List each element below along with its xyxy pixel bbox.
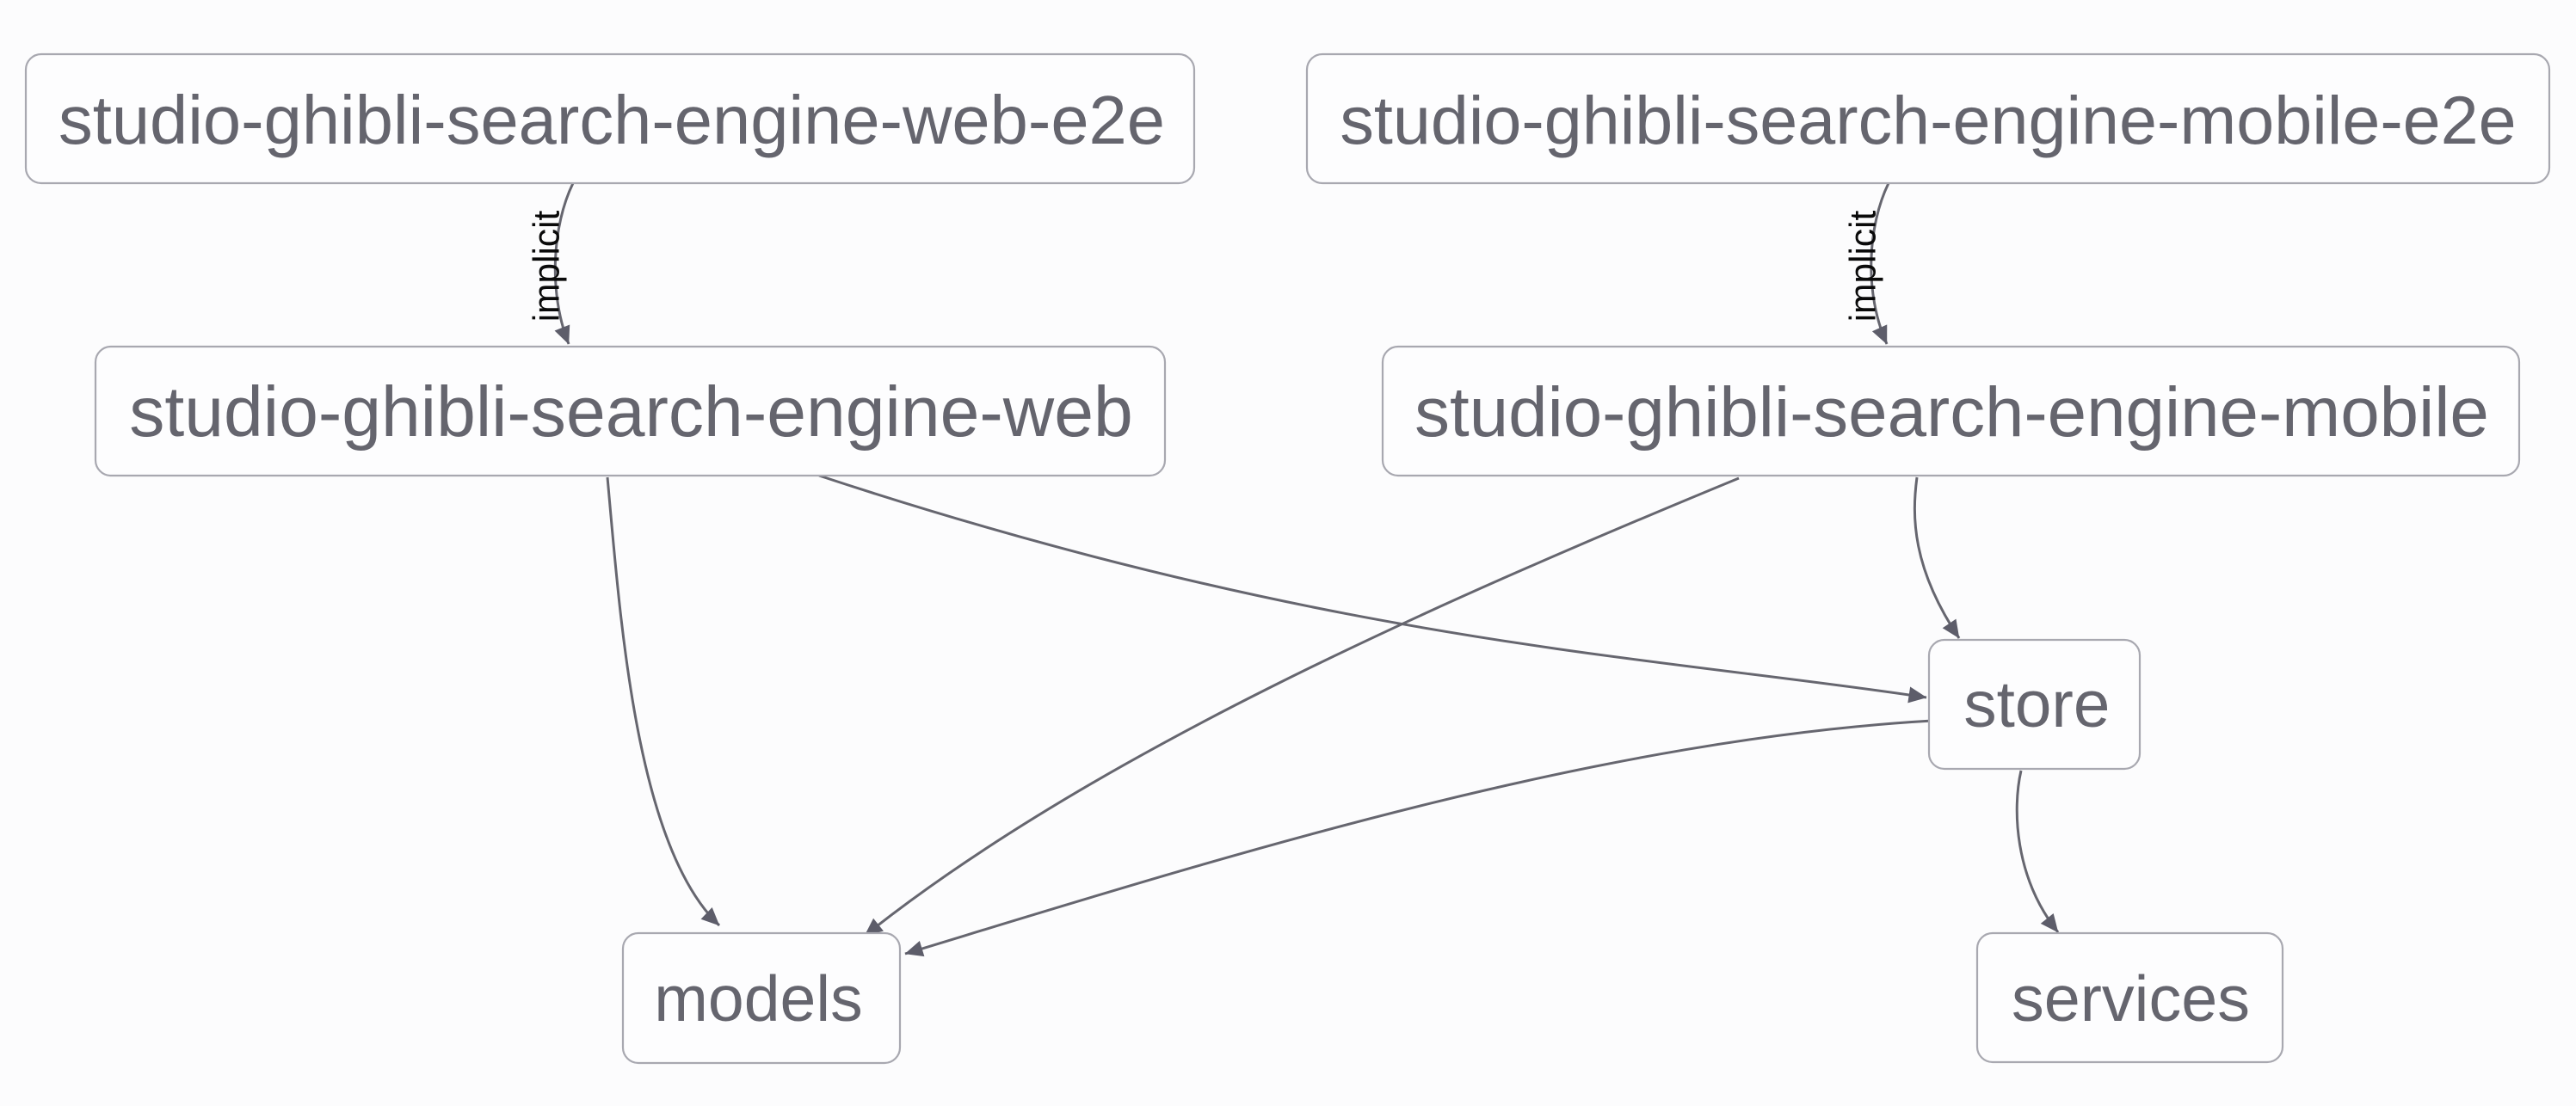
svg-text:store: store [1963,668,2110,741]
svg-text:models: models [654,962,862,1035]
svg-text:services: services [2012,962,2250,1035]
svg-text:studio-ghibli-search-engine-mo: studio-ghibli-search-engine-mobile [1414,373,2489,452]
svg-text:studio-ghibli-search-engine-mo: studio-ghibli-search-engine-mobile-e2e [1340,82,2516,158]
svg-text:implicit: implicit [527,211,567,323]
svg-text:studio-ghibli-search-engine-we: studio-ghibli-search-engine-web-e2e [59,82,1165,158]
svg-text:implicit: implicit [1843,211,1883,323]
svg-text:studio-ghibli-search-engine-we: studio-ghibli-search-engine-web [129,372,1133,452]
